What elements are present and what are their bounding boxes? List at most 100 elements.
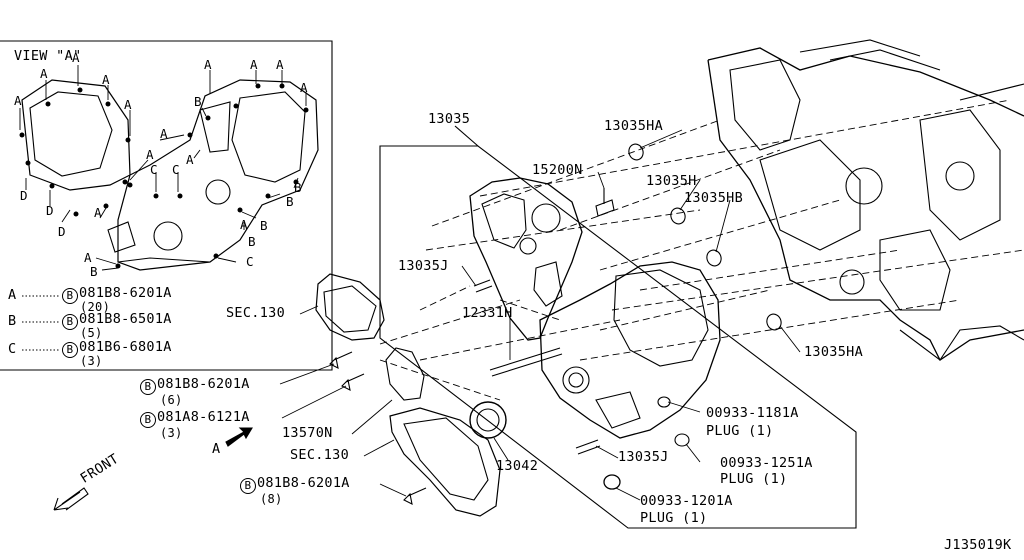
view-a-direction-arrow [225, 427, 253, 447]
engine-block-face-2 [759, 139, 861, 251]
view-a-bottom-edge [117, 257, 211, 263]
bolt-6201a-a [329, 351, 353, 369]
va-letter-b5: B [248, 234, 256, 249]
va-letter-a3: A [72, 50, 80, 65]
va-letter-a4: A [102, 72, 110, 87]
label-00933-1201a: 00933-1201A [640, 493, 733, 509]
sec130-upper-cover [315, 273, 385, 341]
o-ring-13035h [670, 207, 686, 225]
va-letter-b2: B [286, 194, 294, 209]
view-a-seal-hole [153, 221, 183, 251]
engine-block-top-edge [799, 39, 1024, 101]
va-letter-b4: B [260, 218, 268, 233]
front-oil-seal-inner [476, 408, 500, 432]
inner-case-seal-bore [562, 366, 590, 394]
label-sec130-top: SEC.130 [226, 305, 285, 321]
upper-cover-port [533, 261, 563, 307]
bolt-circle-mark: B [62, 288, 78, 304]
stud-15200n [595, 188, 615, 217]
label-13035ha-right: 13035HA [804, 344, 863, 360]
label-arrow-a: A [212, 441, 221, 457]
bolt-circle-mark: B [240, 478, 256, 494]
plug-1181a [657, 396, 671, 408]
sec130-upper-inner [323, 285, 377, 333]
view-a-title: VIEW "A" [14, 48, 82, 64]
label-13035hb: 13035HB [684, 190, 743, 206]
bolt-circle-mark: B [62, 314, 78, 330]
label-plug-3: PLUG (1) [640, 510, 708, 526]
engine-block-face-3 [919, 109, 1001, 241]
engine-block-bore-1 [845, 167, 883, 205]
label-bolt-2-part: 081A8-6121A [157, 409, 250, 425]
legend-part-a: 081B8-6201A [79, 285, 172, 301]
alignment-lines [379, 99, 1024, 401]
bolts [329, 351, 427, 505]
bolt-circle-mark: B [140, 379, 156, 395]
va-letter-a5: A [124, 97, 132, 112]
label-00933-1251a: 00933-1251A [720, 455, 813, 471]
va-letter-c2: C [172, 162, 180, 177]
view-a-cover-outline [21, 79, 319, 271]
va-letter-a14: A [240, 217, 248, 232]
main-leaders [279, 129, 801, 501]
view-a-bolt-dots [19, 83, 309, 269]
sec130-lower-cover [389, 407, 501, 517]
bolt-circle-mark: B [62, 342, 78, 358]
va-letter-a10: A [276, 57, 284, 72]
upper-cover-window [481, 193, 527, 249]
plug-1201a [603, 474, 621, 490]
label-bolt-3-qty: (8) [260, 492, 283, 506]
legend-part-c: 081B6-6801A [79, 339, 172, 355]
legend-qty-b: (5) [80, 326, 103, 340]
va-letter-d1: D [20, 188, 28, 203]
view-a-pad [107, 221, 136, 253]
legend-qty-c: (3) [80, 354, 103, 368]
label-13035ha-top: 13035HA [604, 118, 663, 134]
engine-block-bore-2 [839, 269, 865, 295]
va-letter-d3: D [58, 224, 66, 239]
label-sec130-bottom: SEC.130 [290, 447, 349, 463]
va-letter-a9: A [250, 57, 258, 72]
o-ring-13035hb [706, 249, 722, 267]
drawing-id: J135019K [944, 537, 1012, 553]
legend-key-a: A [8, 287, 17, 303]
engine-block-face-1 [729, 59, 801, 151]
label-13042: 13042 [496, 458, 539, 474]
bolt-6201a-b [403, 487, 427, 505]
va-letter-b1: B [194, 94, 202, 109]
gasket-13570n [385, 347, 425, 401]
upper-cover-boss [531, 203, 561, 233]
view-a-left-window [29, 91, 113, 177]
label-00933-1181a: 00933-1181A [706, 405, 799, 421]
va-letter-b3: B [294, 180, 302, 195]
front-oil-seal [469, 401, 507, 439]
leader-13035 [454, 125, 479, 147]
label-12331h: 12331H [462, 305, 513, 321]
label-bolt-3-part: 081B8-6201A [257, 475, 350, 491]
va-letter-a11: A [300, 80, 308, 95]
o-ring-13035ha-top [628, 143, 644, 161]
label-13570n: 13570N [282, 425, 333, 441]
label-15200n: 15200N [532, 162, 583, 178]
label-bolt-1-qty: (6) [160, 393, 183, 407]
upper-cover [469, 177, 583, 341]
bolt-6121a [341, 373, 365, 391]
legend-part-b: 081B8-6501A [79, 311, 172, 327]
upper-cover-hole [519, 237, 537, 255]
rod-12331h [489, 347, 563, 377]
o-ring-13035ha-right [766, 313, 782, 331]
va-letter-a6: A [146, 147, 154, 162]
label-plug-2: PLUG (1) [720, 471, 788, 487]
legend-qty-a: (20) [80, 300, 111, 314]
engine-block-bottom [899, 325, 1024, 361]
view-a-center-cut [199, 101, 231, 153]
inner-case-window [613, 269, 709, 367]
va-letter-b6: B [90, 264, 98, 279]
legend-key-c: C [8, 341, 17, 357]
label-bolt-1-part: 081B8-6201A [157, 376, 250, 392]
